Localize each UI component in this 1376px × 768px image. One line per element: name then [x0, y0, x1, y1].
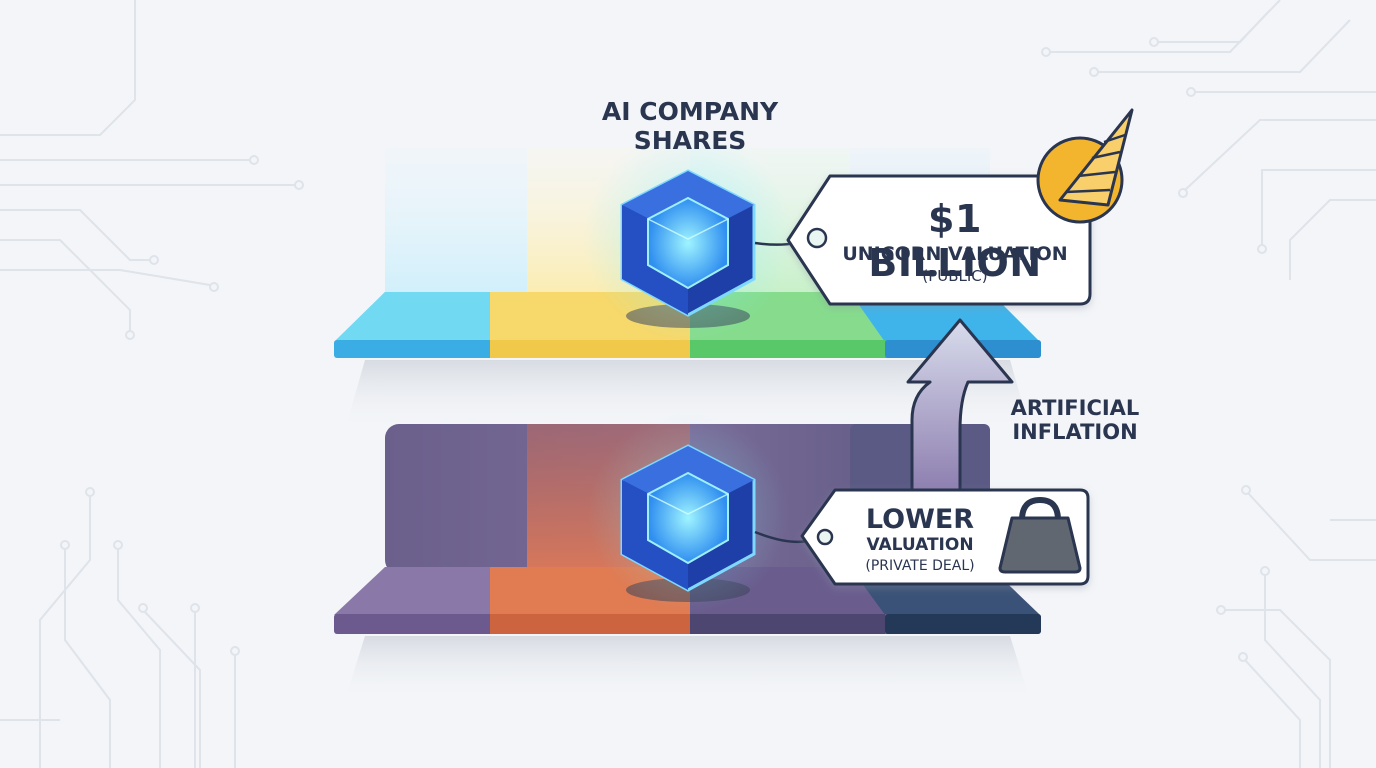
- shelf-under-shade: [345, 636, 1030, 700]
- private-valuation-note: (PRIVATE DEAL): [865, 558, 975, 574]
- public-valuation-description: UNICORN VALUATION: [842, 243, 1068, 265]
- cube-icon: [583, 133, 793, 343]
- circuit-lines-left: [0, 0, 304, 768]
- diagram-title: AI COMPANY SHARES: [601, 97, 779, 155]
- shelf-under-shade: [345, 360, 1030, 430]
- weight-icon: [998, 496, 1082, 574]
- private-valuation-description: VALUATION: [866, 535, 974, 555]
- unicorn-horn-icon: [1036, 108, 1134, 224]
- arrow-up-icon: [906, 318, 1014, 492]
- shelf-back-panel-1: [385, 148, 527, 298]
- circuit-lines-right: [1041, 0, 1376, 768]
- public-valuation-amount: $1 BILLION: [868, 197, 1042, 285]
- public-valuation-note: (PUBLIC): [922, 267, 988, 285]
- price-tag-icon: [786, 174, 1092, 306]
- arrow-label: ARTIFICIAL INFLATION: [1010, 396, 1140, 445]
- private-valuation-title: LOWER: [865, 504, 975, 535]
- cube-icon: [588, 413, 788, 613]
